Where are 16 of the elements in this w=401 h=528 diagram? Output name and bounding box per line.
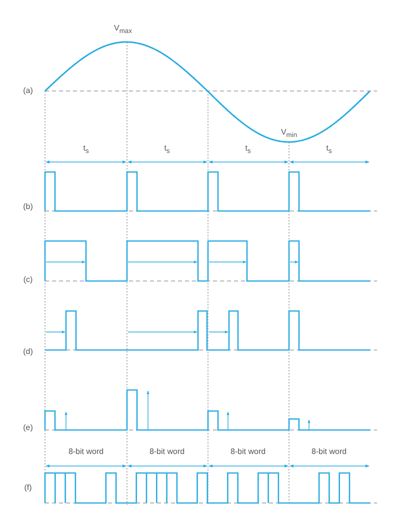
voltage-label: V$_{max}$ xyxy=(114,24,132,36)
waveform-label: (c) xyxy=(23,276,33,284)
dimension-label: 8-bit word xyxy=(149,448,185,456)
voltage-label: V$_{min}$ xyxy=(280,128,298,140)
dimension-label: t$_{s}$ xyxy=(326,144,332,156)
waveform-label: (b) xyxy=(23,203,33,211)
waveform-label: (e) xyxy=(23,424,33,432)
waveform-label: (a) xyxy=(23,87,33,95)
dimension-label: t$_{s}$ xyxy=(164,144,170,156)
dimension-label: 8-bit word xyxy=(68,448,104,456)
dimension-label: 8-bit word xyxy=(230,448,266,456)
dimension-label: 8-bit word xyxy=(311,448,347,456)
waveform-label: (d) xyxy=(23,348,33,356)
waveform-label: (f) xyxy=(24,484,32,492)
dimension-label: t$_{s}$ xyxy=(245,144,251,156)
dimension-label: t$_{s}$ xyxy=(83,144,89,156)
